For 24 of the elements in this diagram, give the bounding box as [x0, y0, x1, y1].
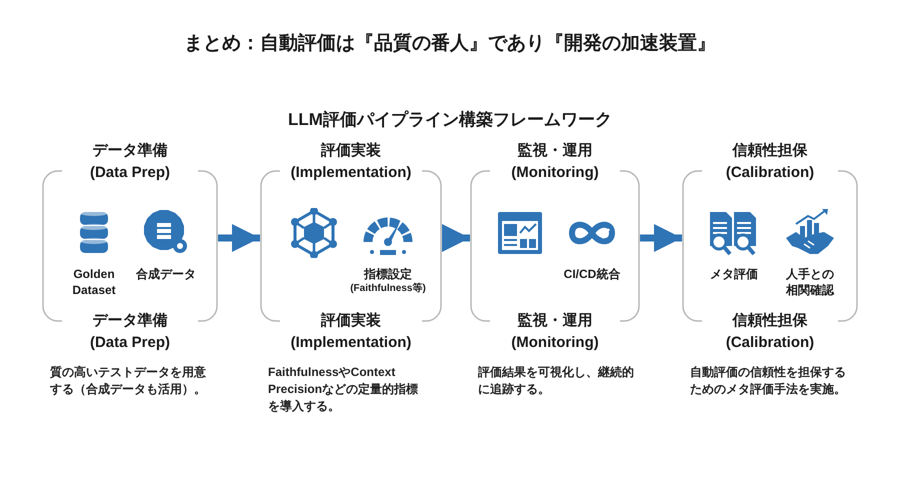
stage-heading: 監視・運用 (Monitoring) [510, 311, 600, 353]
stage-heading: 信頼性担保 (Calibration) [724, 311, 816, 353]
icon-caption: 指標設定 [362, 266, 413, 282]
stage-description: 質の高いテストデータを用意する（合成データも活用）。 [50, 364, 207, 398]
icon-caption: CI/CD統合 [562, 266, 622, 282]
icon-caption: 人手との相関確認 [784, 266, 836, 298]
arrow [442, 224, 470, 252]
arrow [640, 224, 682, 252]
stage-heading: データ準備 (Data Prep) [88, 311, 172, 353]
stage-description: 自動評価の信頼性を担保するためのメタ評価手法を実施。 [690, 364, 847, 398]
stage-description: 評価結果を可視化し、継続的に追跡する。 [478, 364, 635, 398]
icon-caption: 合成データ [135, 266, 197, 282]
icon-caption: メタ評価 [709, 266, 759, 282]
stage-heading: 評価実装 (Implementation) [290, 311, 412, 353]
stage-heading: 監視・運用 (Monitoring) [510, 141, 600, 183]
stage-description: FaithfulnessやContext Precisionなどの定量的指標を導入する。 [268, 364, 420, 415]
title: まとめ：自動評価は『品質の番人』であり『開発の加速装置』 [183, 32, 717, 56]
arrow [218, 224, 260, 252]
icon-caption: Golden Dataset [71, 266, 117, 298]
subtitle: LLM評価パイプライン構築フレームワーク [287, 109, 613, 131]
stage-heading: 信頼性担保 (Calibration) [724, 141, 816, 183]
stage-heading: 評価実装 (Implementation) [290, 141, 412, 183]
icon-subcaption: (Faithfulness等) [349, 282, 427, 295]
stage-heading: データ準備 (Data Prep) [88, 141, 172, 183]
